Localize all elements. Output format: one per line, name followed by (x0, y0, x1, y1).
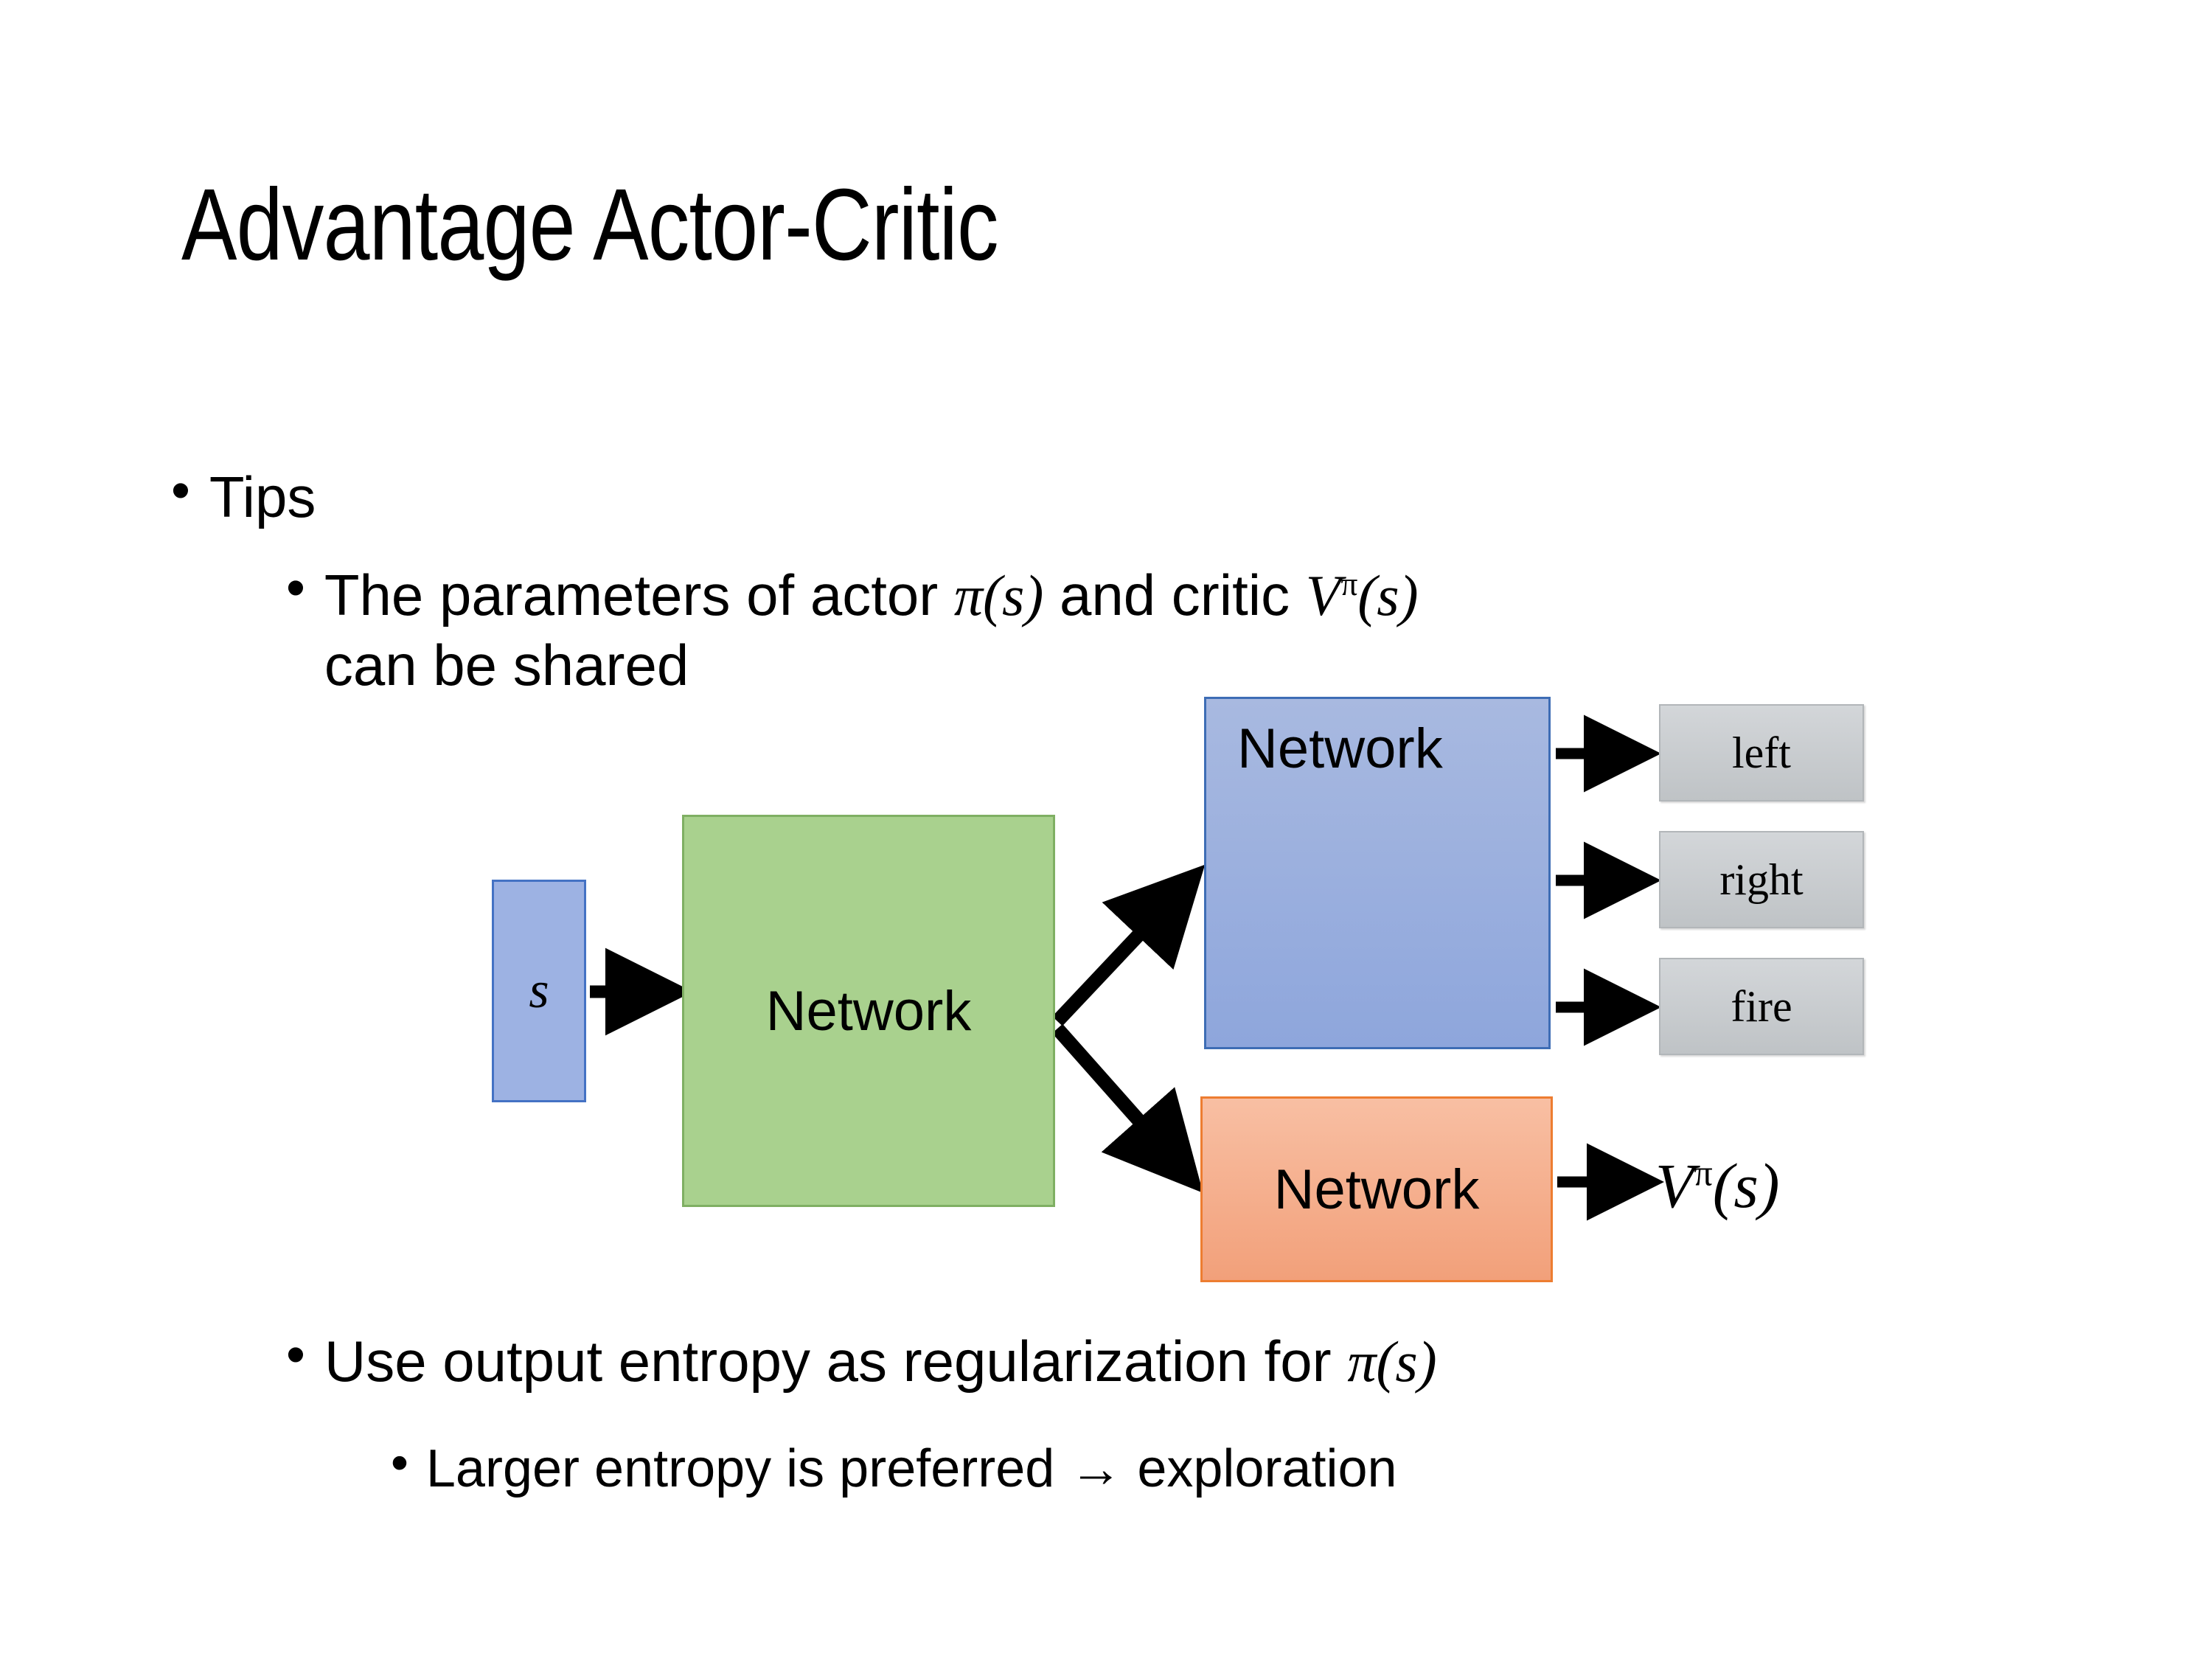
bullet-entropy-text: Use output entropy as regularization for… (324, 1327, 1437, 1396)
bullet-shared-parameters-text: The parameters of actor π(s) and critic … (324, 560, 1419, 700)
pi-symbol: π (953, 563, 983, 627)
v-arg: (s) (1357, 563, 1419, 627)
actor-network-box[interactable]: Network (1204, 697, 1551, 1049)
bullet-larger-entropy: • Larger entropy is preferred → explorat… (391, 1438, 1397, 1500)
action-box-right[interactable]: right (1659, 831, 1864, 928)
arrow-shared-to-actor (1052, 864, 1206, 1026)
bullet-dot-icon: • (286, 1324, 305, 1385)
action-box-fire[interactable]: fire (1659, 958, 1864, 1055)
value-output-label: Vπ(s) (1655, 1149, 1779, 1222)
shared-network-box[interactable]: Network (682, 815, 1055, 1207)
pi-arg: (s) (1376, 1329, 1437, 1394)
bullet-shared-parameters: • The parameters of actor π(s) and criti… (286, 560, 1849, 700)
action-label-fire: fire (1731, 981, 1792, 1031)
v-symbol: V (1305, 563, 1341, 627)
value-arg: (s) (1712, 1150, 1780, 1221)
params-mid-text: and critic (1043, 563, 1306, 627)
bullet-entropy-regularization: • Use output entropy as regularization f… (286, 1324, 1437, 1396)
value-superscript-pi: π (1694, 1152, 1713, 1194)
arrow-shared-to-critic (1051, 1023, 1203, 1193)
bullet-dot-icon: • (171, 459, 190, 521)
action-label-left: left (1732, 728, 1791, 777)
pi-symbol: π (1347, 1329, 1377, 1394)
bullet-larger-entropy-label: Larger entropy is preferred → exploratio… (425, 1439, 1397, 1498)
critic-network-box[interactable]: Network (1200, 1096, 1553, 1282)
v-superscript-pi: π (1340, 566, 1358, 602)
pi-arg: (s) (983, 563, 1044, 627)
shared-network-label: Network (765, 979, 972, 1043)
state-input-label: s (529, 962, 549, 1019)
bullet-tips: • Tips (171, 459, 316, 531)
bullet-tips-label: Tips (209, 465, 316, 529)
bullet-dot-icon: • (286, 557, 305, 618)
critic-network-label: Network (1273, 1158, 1480, 1221)
action-label-right: right (1719, 855, 1804, 904)
state-input-box[interactable]: s (492, 880, 586, 1102)
actor-network-label: Network (1237, 717, 1443, 780)
params-tail-text: can be shared (324, 633, 689, 698)
entropy-lead-text: Use output entropy as regularization for (324, 1329, 1348, 1394)
bullet-dot-icon: • (391, 1435, 408, 1491)
action-box-left[interactable]: left (1659, 704, 1864, 801)
page-title: Advantage Actor-Critic (181, 168, 999, 282)
value-v-symbol: V (1655, 1150, 1694, 1221)
params-lead-text: The parameters of actor (324, 563, 954, 627)
